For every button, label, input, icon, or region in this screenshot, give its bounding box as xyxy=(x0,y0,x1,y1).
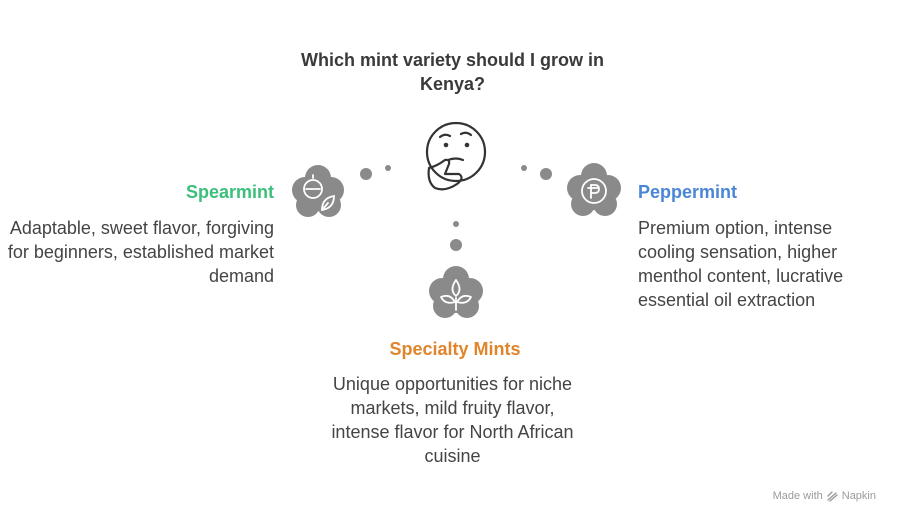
peppermint-description: Premium option, intense cooling sensatio… xyxy=(638,218,844,310)
leaves-icon xyxy=(429,266,483,318)
specialty-mints-description: Unique opportunities for niche markets, … xyxy=(331,374,574,466)
leaf-coin-icon xyxy=(292,165,344,217)
peso-coin-icon xyxy=(567,163,621,216)
peppermint-title: Peppermint xyxy=(638,182,738,202)
made-with-label: Made with xyxy=(772,490,823,502)
spearmint-title: Spearmint xyxy=(185,182,274,202)
spearmint-description: Adaptable, sweet flavor, forgiving for b… xyxy=(7,218,274,286)
question-heading: Which mint variety should I grow in Keny… xyxy=(300,50,605,94)
napkin-branding[interactable]: Made with Napkin xyxy=(773,490,876,502)
napkin-logo-icon xyxy=(827,490,838,502)
napkin-brand-label: Napkin xyxy=(841,490,876,502)
thinking-face-icon xyxy=(425,121,487,191)
connector-dots xyxy=(360,165,552,251)
specialty-mints-title: Specialty Mints xyxy=(389,339,521,359)
